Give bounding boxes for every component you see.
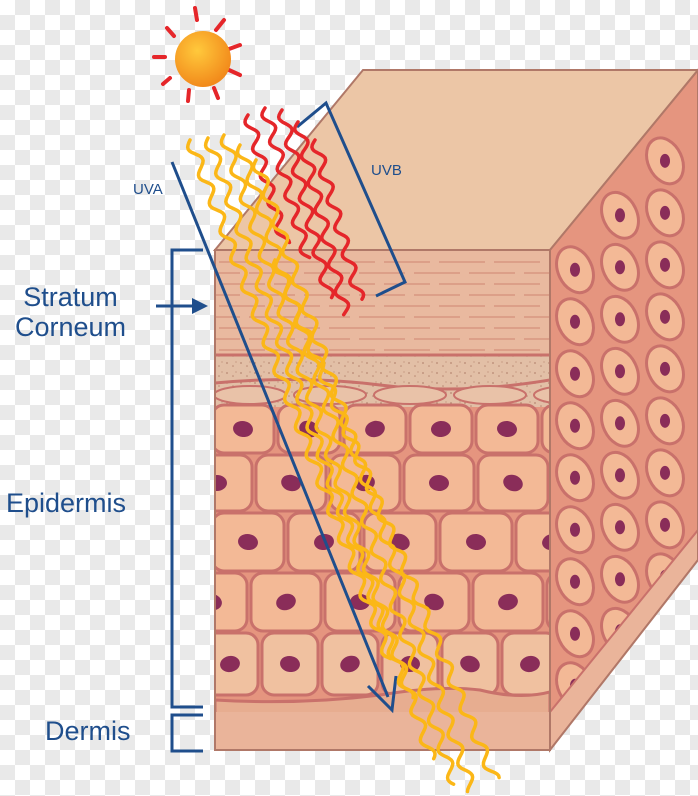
cell-nucleus xyxy=(570,367,580,381)
dermis-bracket xyxy=(172,715,203,751)
cell-nucleus xyxy=(615,260,625,274)
cell-nucleus xyxy=(570,575,580,589)
cell-nucleus xyxy=(660,206,670,220)
cell-nucleus xyxy=(660,154,670,168)
granular-cell xyxy=(374,386,446,404)
cell-nucleus xyxy=(660,414,670,428)
uva-label: UVA xyxy=(133,181,163,198)
cell-nucleus xyxy=(615,572,625,586)
cell-nucleus xyxy=(660,466,670,480)
epidermis-bracket xyxy=(172,250,203,707)
cell-nucleus xyxy=(615,364,625,378)
cell-nucleus xyxy=(615,416,625,430)
stratum-label-line1: Stratum xyxy=(15,282,126,312)
cell-nucleus xyxy=(570,263,580,277)
cell-nucleus xyxy=(615,312,625,326)
stratum-label-line2: Corneum xyxy=(15,312,126,342)
cell-nucleus xyxy=(570,419,580,433)
cell-nucleus xyxy=(615,468,625,482)
skin-cell xyxy=(177,573,247,631)
cell-nucleus xyxy=(660,310,670,324)
epidermis-label: Epidermis xyxy=(6,488,126,518)
cell-nucleus xyxy=(660,362,670,376)
cell-nucleus xyxy=(570,471,580,485)
stratum-corneum-arrowhead xyxy=(192,298,208,314)
granular-cell xyxy=(454,386,526,404)
cell-nucleus xyxy=(615,520,625,534)
granular-cell xyxy=(214,386,286,404)
cell-nucleus xyxy=(570,523,580,537)
dermis-label: Dermis xyxy=(45,716,131,746)
sun-icon xyxy=(154,8,240,101)
cell-nucleus xyxy=(570,315,580,329)
cell-nucleus xyxy=(615,208,625,222)
cell-nucleus xyxy=(660,258,670,272)
cell-nucleus xyxy=(660,518,670,532)
cell-nucleus xyxy=(570,627,580,641)
uvb-label: UVB xyxy=(371,162,402,179)
stratum-corneum-label: Stratum Corneum xyxy=(15,282,126,342)
